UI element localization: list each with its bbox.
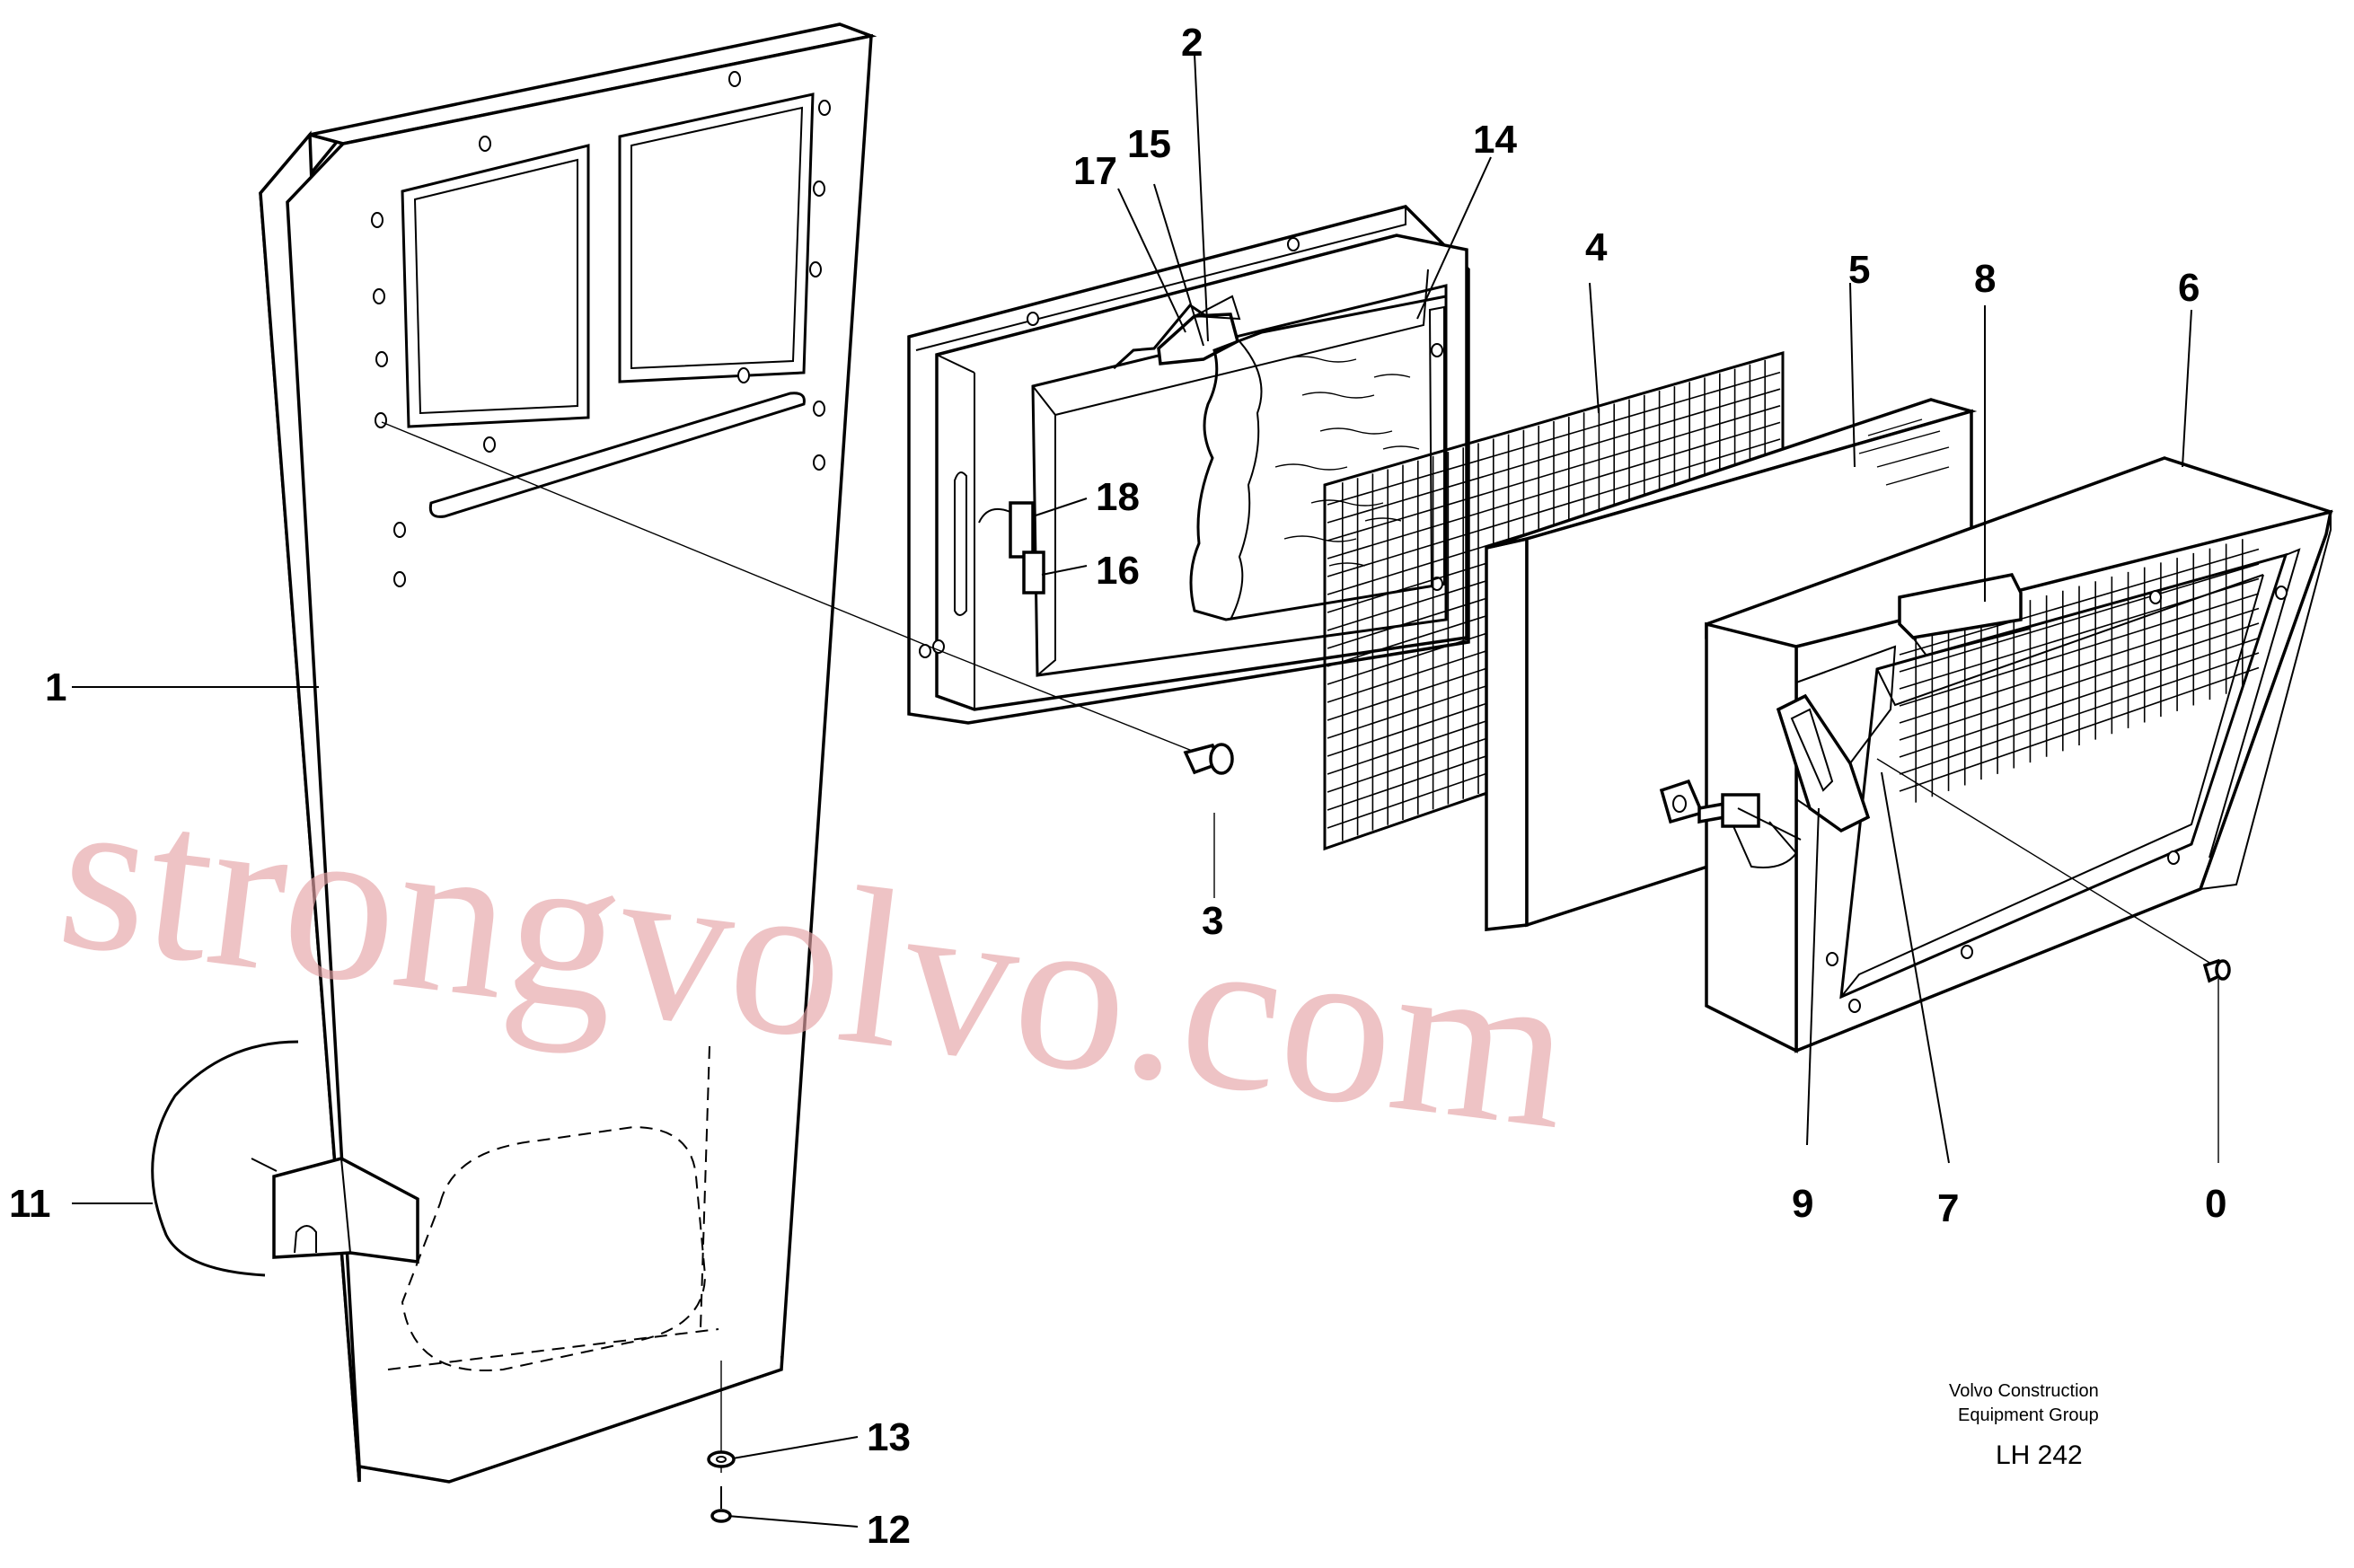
callout-9: 9: [1792, 1182, 1813, 1226]
callout-16: 16: [1096, 549, 1140, 593]
callout-15: 15: [1127, 122, 1171, 166]
callout-3: 3: [1202, 899, 1223, 943]
caption-line-2: Equipment Group: [1958, 1405, 2099, 1425]
callout-11: 11: [9, 1182, 51, 1226]
part-side-panel: [151, 22, 877, 1484]
hinge-bracket: [251, 1157, 419, 1264]
hidden-outline: [387, 1045, 719, 1371]
callout-6: 6: [2178, 266, 2200, 310]
callout-1: 1: [45, 665, 66, 709]
callout-14: 14: [1473, 118, 1517, 162]
caption-drawing-id: LH 242: [1996, 1440, 2083, 1470]
callout-7: 7: [1937, 1186, 1959, 1230]
panel-mounting-holes: [371, 71, 831, 587]
t-handle: [1659, 779, 1802, 868]
callout-17: 17: [1073, 149, 1117, 193]
screw-part-12: [710, 1486, 732, 1523]
part-frame-assembly: [907, 205, 1470, 725]
callout-18: 18: [1096, 475, 1140, 519]
part-outer-housing: [1659, 456, 2333, 1053]
cable: [151, 1040, 299, 1277]
fasteners: [707, 743, 2231, 1523]
callout-4: 4: [1585, 225, 1608, 269]
callout-13: 13: [867, 1415, 911, 1459]
screw-part-3: [1183, 743, 1234, 775]
callout-8: 8: [1974, 257, 1996, 301]
callout-5: 5: [1848, 248, 1870, 292]
callout-12: 12: [867, 1508, 911, 1552]
callout-2: 2: [1181, 21, 1203, 65]
caption-block: Volvo Construction Equipment Group LH 24…: [1949, 1381, 2099, 1470]
pad-texture: [1858, 418, 1950, 486]
caption-line-1: Volvo Construction: [1949, 1381, 2099, 1401]
callout-labels: 1 2 3 4 5 6 7 8 9 0 11 12 13 14 15 16 17…: [9, 21, 2226, 1552]
washer-part-13: [707, 1450, 736, 1468]
leader-lines: [72, 53, 2219, 1528]
callout-10: 0: [2205, 1182, 2226, 1226]
screw-part-10: [2202, 958, 2231, 983]
